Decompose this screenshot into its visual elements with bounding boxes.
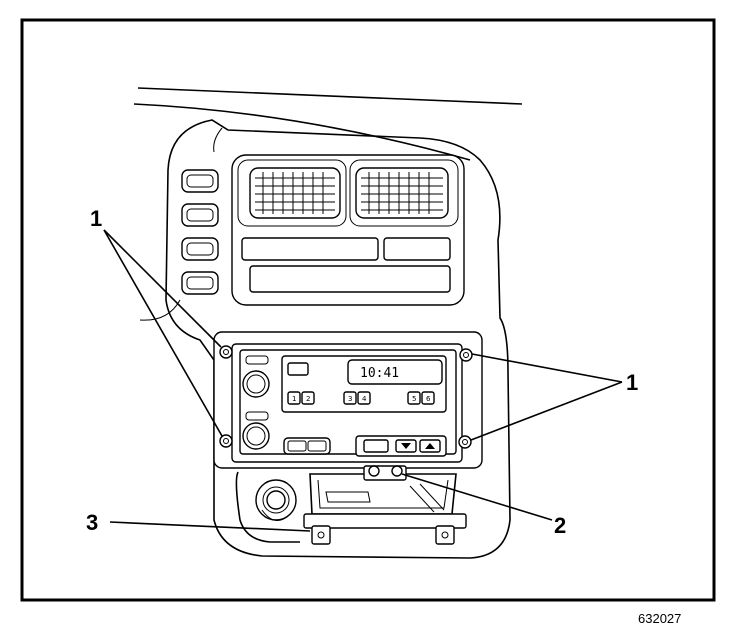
screw-upper-right — [459, 348, 473, 362]
preset-5-label: 5 — [412, 395, 416, 403]
bracket-bolts — [363, 465, 407, 481]
screw-lower-left — [219, 434, 233, 448]
left-air-vent — [249, 167, 341, 219]
seek-down-icon — [401, 443, 411, 449]
dashboard-top-lines — [133, 87, 523, 161]
screw-upper-left — [219, 345, 233, 359]
clock-display — [347, 359, 443, 385]
seek-up-icon — [425, 443, 435, 449]
preset-2-label: 2 — [306, 395, 310, 403]
bolt-left — [368, 465, 380, 477]
radio-bracket — [303, 473, 467, 545]
tape-eject-button — [363, 439, 389, 453]
upper-storage-slots — [241, 237, 451, 293]
preset-6-label: 6 — [426, 395, 431, 403]
preset-1-label: 1 — [292, 395, 296, 403]
preset-buttons: 1 2 3 4 5 6 — [287, 391, 435, 405]
callout-screws-right: 1 — [626, 370, 638, 395]
preset-3-label: 3 — [348, 395, 352, 403]
switch-column — [181, 169, 219, 295]
callout-bolt: 2 — [554, 513, 566, 538]
lower-console — [235, 471, 300, 543]
figure-id: 632027 — [638, 611, 681, 626]
screw-lower-right — [458, 435, 472, 449]
leader-lines — [103, 229, 623, 532]
preset-4-label: 4 — [362, 395, 367, 403]
band-button — [287, 362, 309, 376]
callout-bracket: 3 — [86, 510, 98, 535]
diagram-frame — [20, 18, 716, 602]
center-console-outline — [165, 119, 511, 559]
bolt-right — [391, 465, 403, 477]
lower-control-row — [283, 435, 447, 457]
lighter-knob — [266, 490, 286, 510]
right-air-vent — [355, 167, 449, 219]
center-console-inner-outline — [213, 127, 223, 153]
callout-screws-left: 1 — [90, 206, 102, 231]
clock-readout: 10:41 — [360, 366, 399, 381]
mounting-screws — [219, 345, 473, 449]
